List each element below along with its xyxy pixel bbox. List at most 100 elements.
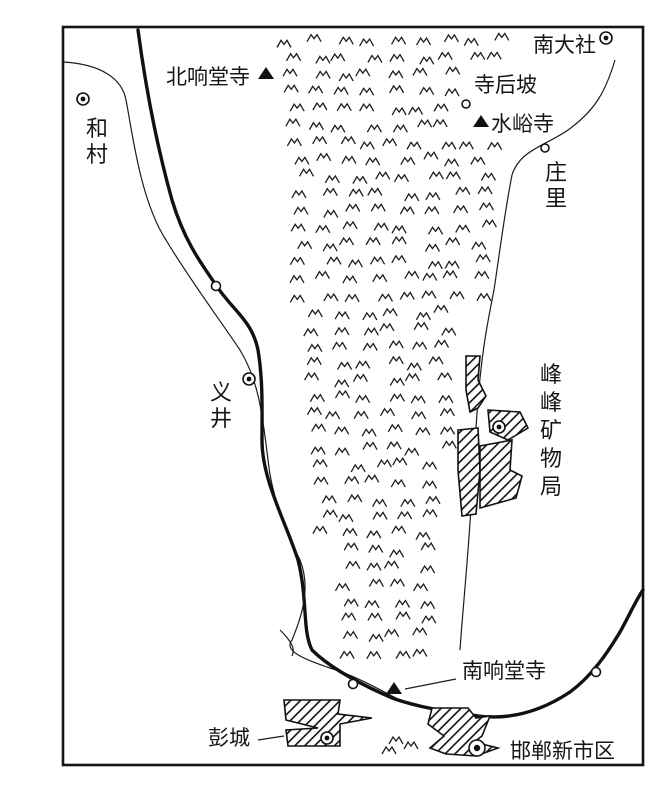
mountain-mark: [384, 628, 400, 638]
mountain-mark: [364, 599, 380, 609]
mountain-mark: [359, 87, 375, 96]
mountain-mark: [395, 611, 411, 620]
mountain-mark: [383, 560, 400, 569]
mountain-mark: [289, 256, 305, 265]
mountain-mark: [470, 156, 486, 165]
mountain-mark: [355, 360, 371, 369]
mountain-mark: [404, 192, 420, 202]
mountain-mark: [442, 269, 458, 279]
label-feng-feng-kuang-wu-ju: 峰峰矿物局: [540, 363, 562, 500]
mountain-mark: [307, 308, 323, 318]
mountain-mark: [421, 615, 437, 624]
mountain-mark: [444, 87, 460, 97]
mountain-mark: [403, 740, 419, 750]
mountain-mark: [364, 474, 380, 483]
town-marker: [76, 92, 90, 106]
mountain-mark: [428, 171, 444, 180]
railway-station-marker: [347, 678, 359, 690]
mountain-mark: [323, 292, 339, 302]
label-he-cun: 和村: [86, 117, 108, 168]
mountain-mark: [314, 270, 330, 279]
mountain-mark: [441, 327, 457, 336]
mountain-mark: [478, 202, 495, 211]
mountain-mark: [415, 311, 431, 321]
mountain-mark: [406, 362, 422, 371]
mountain-mark: [362, 441, 378, 450]
mountain-mark: [377, 293, 394, 302]
mountain-mark: [428, 355, 444, 365]
mountain-mark: [389, 578, 405, 587]
mountain-mark: [437, 51, 453, 61]
mountain-mark: [355, 68, 371, 77]
mountain-mark: [419, 86, 435, 95]
mountain-mark: [334, 582, 351, 592]
mountain-mark: [359, 102, 375, 112]
mountain-mark: [326, 256, 342, 265]
mountain-mark: [415, 531, 431, 541]
mountain-mark: [363, 327, 379, 336]
mountain-mark: [303, 371, 320, 381]
mountain-mark: [362, 342, 378, 351]
mountain-mark: [463, 37, 479, 46]
mountain-mark: [336, 102, 352, 112]
mountain-mark: [306, 406, 322, 416]
mountain-mark: [397, 510, 413, 520]
mountain-mark: [289, 102, 305, 112]
mountain-mark: [420, 600, 436, 610]
mountain-mark: [410, 395, 426, 404]
mountain-mark: [382, 137, 398, 147]
label-zhuang-li: 庄里: [545, 161, 567, 212]
mountain-mark: [480, 172, 496, 181]
mountain-mark: [310, 446, 326, 455]
mountain-mark: [412, 627, 428, 636]
mountain-mark: [359, 37, 375, 47]
mountain-mark: [391, 235, 407, 245]
mountain-mark: [339, 650, 355, 659]
mountain-mark: [424, 205, 440, 215]
mountain-mark: [283, 84, 299, 93]
mountain-mark: [290, 223, 306, 232]
mountain-mark: [309, 393, 325, 403]
mountain-mark: [387, 423, 403, 433]
mountain-mark: [337, 361, 353, 370]
mountain-mark: [367, 187, 383, 196]
mountain-mark: [285, 117, 301, 127]
mountain-mark: [439, 407, 455, 417]
mountain-mark: [348, 188, 364, 197]
mountain-mark: [334, 389, 351, 399]
leader-line: [404, 678, 457, 690]
mountain-mark: [306, 33, 322, 43]
mountain-mark: [392, 457, 408, 466]
mountain-mark: [334, 426, 350, 435]
mountain-mark: [353, 410, 369, 419]
mountain-mark: [433, 103, 449, 112]
mountain-mark: [367, 54, 383, 63]
mountain-mark: [421, 480, 438, 489]
town-marker: [242, 372, 256, 386]
label-bei-xiang-tang-si: 北响堂寺: [166, 65, 250, 89]
mountain-mark: [389, 393, 405, 402]
label-shui-yu-si: 水峪寺: [491, 112, 554, 136]
mountain-mark: [420, 564, 436, 574]
pengcheng-area: [283, 699, 373, 747]
mountain-mark: [390, 478, 406, 488]
mountain-mark: [323, 209, 339, 218]
mountain-mark: [343, 598, 359, 607]
mountain-mark: [404, 447, 420, 456]
mountain-mark: [412, 648, 428, 657]
mountain-mark: [422, 508, 438, 518]
label-si-hou-po: 寺后坡: [474, 73, 537, 97]
mountain-mark: [341, 155, 357, 164]
mountain-mark: [369, 256, 386, 265]
label-nan-xiang-tang-si: 南响堂寺: [462, 659, 546, 683]
mountain-mark: [391, 106, 407, 116]
mountain-mark: [400, 498, 416, 508]
mountain-mark: [366, 650, 382, 660]
mountain-mark: [289, 274, 305, 284]
town-marker: [320, 731, 334, 745]
town-marker: [492, 420, 506, 434]
mountain-mark: [388, 339, 404, 349]
mountain-mark: [445, 171, 461, 180]
mountain-mark: [475, 253, 491, 263]
